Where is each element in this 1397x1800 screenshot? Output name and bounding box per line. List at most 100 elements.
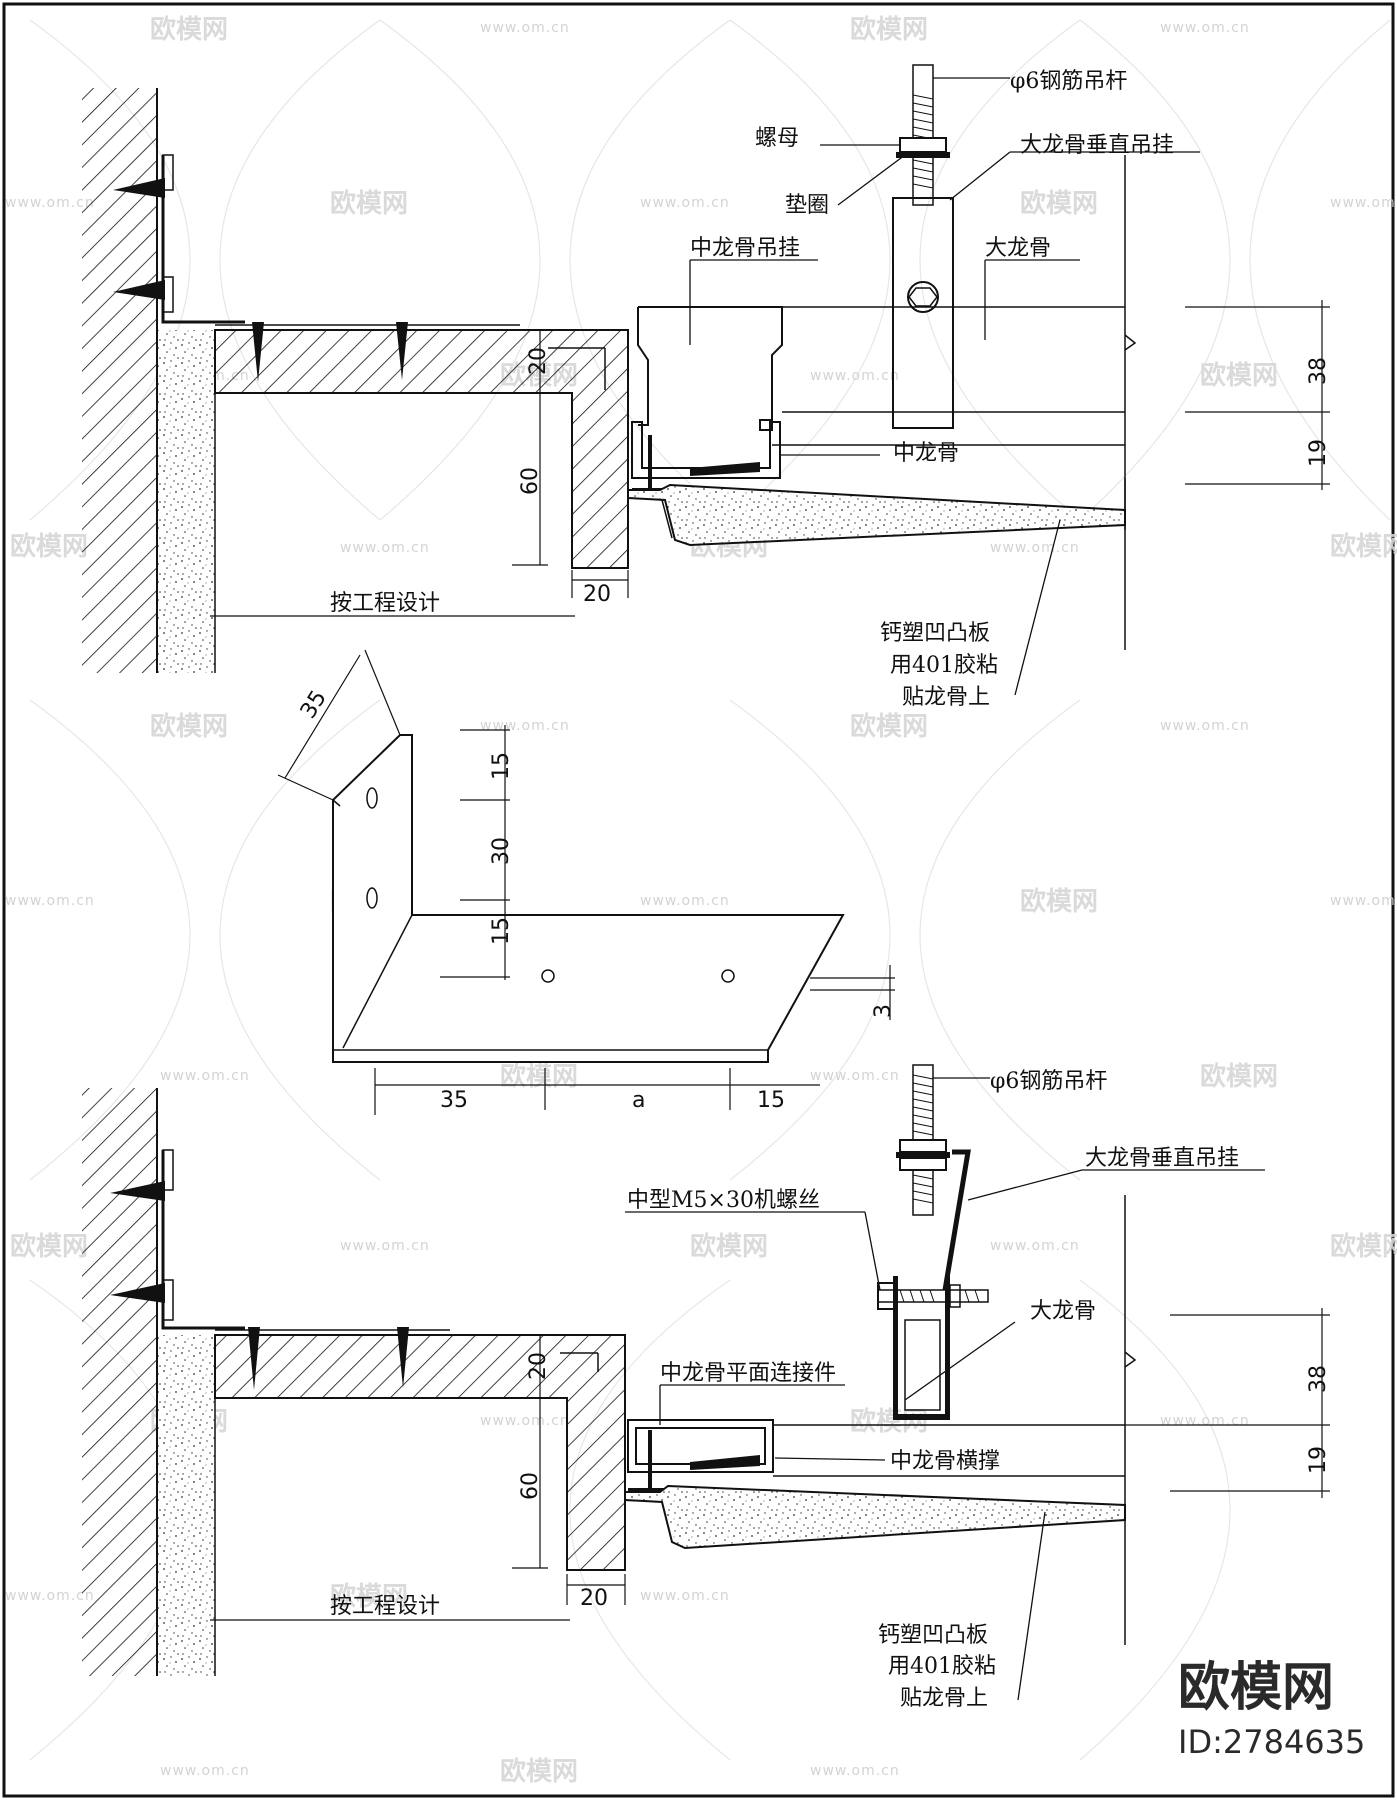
dimension-lines (210, 300, 1330, 617)
dim-20-horizontal: 20 (583, 582, 611, 607)
bolt-hole (541, 969, 555, 983)
main-keel-hanger (942, 1149, 971, 1291)
dim-15-a: 15 (489, 752, 514, 780)
corner-logo-text: 欧模网 (1178, 1658, 1334, 1718)
label-machine-screw: 中型M5×30机螺丝 (627, 1188, 820, 1213)
angle-bracket (332, 734, 845, 1063)
dim-19: 19 (1306, 1446, 1331, 1474)
watermark-brand: 欧模网 (690, 1231, 768, 1262)
nut (899, 1139, 947, 1153)
dim-a: a (632, 1088, 645, 1113)
mid-keel-hanger (637, 306, 783, 431)
dim-38: 38 (1306, 357, 1331, 385)
label-mid-brace: 中龙骨横撑 (890, 1449, 1000, 1474)
label-design: 按工程设计 (330, 1594, 440, 1619)
watermark-url: www.om.cn (5, 893, 95, 909)
label-panel-3: 贴龙骨上 (900, 1686, 988, 1711)
corner-watermark: 欧模网 ID:2784635 (1178, 1658, 1365, 1761)
watermark-url: www.om.cn (160, 1763, 250, 1779)
watermark-url: www.om.cn (640, 893, 730, 909)
label-panel-2: 用401胶粘 (890, 653, 998, 678)
bolt-hole (366, 887, 378, 909)
bolt-hole (366, 787, 378, 809)
dimension-lines (210, 1308, 1330, 1621)
watermark-brand: 欧模网 (150, 14, 228, 45)
main-keel-hanger (892, 197, 954, 429)
dim-30: 30 (489, 837, 514, 865)
watermark-url: www.om.cn (990, 1238, 1080, 1254)
dim-35-slant: 35 (296, 686, 332, 723)
bolt-hole (721, 969, 735, 983)
dim-20-vertical: 20 (526, 1352, 551, 1380)
label-panel-1: 钙塑凹凸板 (878, 1623, 988, 1648)
watermark-url: www.om.cn (1160, 718, 1250, 734)
label-mid-connector: 中龙骨平面连接件 (660, 1361, 836, 1386)
watermark-brand: 欧模网 (850, 1406, 928, 1437)
wall-bracket (161, 1150, 245, 1330)
watermark-brand: 欧模网 (330, 188, 408, 219)
label-design: 按工程设计 (330, 591, 440, 616)
nut (899, 137, 947, 153)
watermark-url: www.om.cn (480, 20, 570, 36)
label-steel-rod: φ6钢筋吊杆 (1010, 69, 1127, 94)
watermark-url: www.om.cn (480, 1413, 570, 1429)
dim-60: 60 (518, 467, 543, 495)
dim-15-c: 15 (757, 1088, 785, 1113)
anchor-bolt (113, 280, 165, 300)
watermark-url: www.om.cn (340, 540, 430, 556)
watermark-url: www.om.cn (990, 540, 1080, 556)
mid-keel-connector (627, 1419, 774, 1473)
leader-lines (689, 77, 1200, 696)
anchor-bolt (110, 1283, 165, 1303)
main-keel (893, 1276, 950, 1420)
wall-hatch (82, 88, 157, 673)
rod-thread (912, 1074, 934, 1204)
bottom-detail: 20 60 20 38 19 φ6钢筋吊杆 大龙骨垂直吊挂 中型M5×30机螺丝… (82, 1064, 1331, 1711)
mid-keel (631, 421, 781, 479)
watermark-url: www.om.cn (1160, 20, 1250, 36)
plaster-layer (157, 1335, 215, 1676)
watermark-url: www.om.cn (640, 195, 730, 211)
watermark-brand: 欧模网 (1330, 1231, 1397, 1262)
watermark-url: www.om.cn (1330, 893, 1397, 909)
leader-lines (625, 1077, 1265, 1701)
watermark-brand: 欧模网 (1200, 1061, 1278, 1092)
nail (396, 322, 408, 380)
watermark-url: www.om.cn (1330, 195, 1397, 211)
watermark-brand: 欧模网 (150, 711, 228, 742)
watermark-url: www.om.cn (160, 1068, 250, 1084)
timber-ledge (214, 1334, 626, 1571)
watermark-url: www.om.cn (810, 1763, 900, 1779)
steel-rod (912, 64, 934, 206)
ceiling-panel (624, 1484, 1126, 1550)
nut (899, 1157, 947, 1171)
washer (896, 1152, 950, 1158)
dim-20-horizontal: 20 (580, 1586, 608, 1611)
watermark-brand: 欧模网 (330, 1581, 408, 1612)
corner-id-text: ID:2784635 (1178, 1723, 1365, 1761)
label-main-hanger: 大龙骨垂直吊挂 (1020, 133, 1174, 158)
watermark-url: www.om.cn (5, 195, 95, 211)
dimension-lines (277, 649, 895, 1115)
timber-ledge (214, 329, 629, 569)
label-panel-3: 贴龙骨上 (902, 685, 990, 710)
watermark-brand: 欧模网 (1200, 360, 1278, 391)
anchor-bolt (110, 1181, 165, 1201)
watermark-brand: 欧模网 (1330, 531, 1397, 562)
nail (397, 1327, 409, 1388)
watermark-brand: 欧模网 (850, 14, 928, 45)
label-washer: 垫圈 (785, 193, 829, 218)
dim-38: 38 (1306, 1365, 1331, 1393)
label-mid-hanger: 中龙骨吊挂 (690, 236, 800, 261)
watermark-brand: 欧模网 (10, 1231, 88, 1262)
watermark-brand: 欧模网 (1020, 188, 1098, 219)
watermark-url: www.om.cn (1160, 1413, 1250, 1429)
label-main-keel: 大龙骨 (985, 236, 1051, 261)
dim-60: 60 (518, 1472, 543, 1500)
bolt-head (907, 281, 939, 313)
washer (896, 152, 950, 158)
dim-19: 19 (1306, 439, 1331, 467)
nail (252, 322, 264, 382)
dim-15-b: 15 (489, 917, 514, 945)
